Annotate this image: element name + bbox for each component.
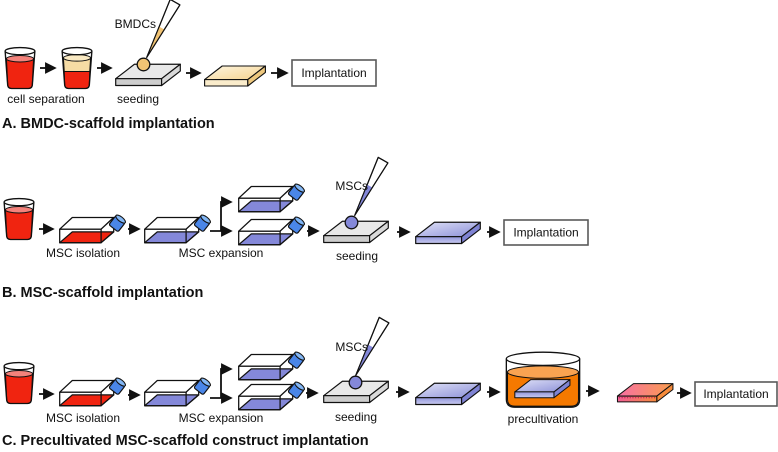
cell-droplet [136, 57, 151, 72]
step-label-precultivation: precultivation [508, 412, 579, 426]
row-a-title: A. BMDC-scaffold implantation [2, 116, 215, 132]
row-b-title: B. MSC-scaffold implantation [2, 285, 203, 301]
row-b: MSCs Implantation MSC isolation MSC expa… [2, 156, 589, 301]
row-c-title: C. Precultivated MSC-scaffold construct … [2, 433, 369, 449]
scaffold-msc-seeded [415, 382, 481, 406]
step-label-msc-isolation: MSC isolation [46, 411, 120, 425]
cell-droplet [344, 215, 359, 230]
flask-msc-isolation [59, 213, 128, 244]
flask-msc-isolation [59, 376, 128, 407]
blood-tube [3, 361, 35, 405]
precultivation-dish [506, 352, 579, 407]
implantation-box [291, 59, 377, 87]
step-label-msc-isolation: MSC isolation [46, 246, 120, 260]
blood-tube [3, 197, 35, 241]
flask-expansion-bottom [238, 380, 307, 411]
scaffold-msc-seeded [415, 221, 481, 245]
step-label-msc-expansion: MSC expansion [179, 411, 264, 425]
scaffold-precultivated [616, 383, 674, 403]
pipette-content-label: BMDCs [115, 17, 156, 31]
pipette-content-label: MSCs [335, 179, 368, 193]
flask-msc-expansion [144, 376, 213, 407]
step-label-cell-separation: cell separation [7, 92, 84, 106]
branch-arrow [220, 196, 233, 231]
blood-tube [4, 46, 36, 90]
flask-expansion-bottom [238, 215, 307, 246]
step-label-seeding: seeding [117, 92, 159, 106]
flask-msc-expansion [144, 213, 213, 244]
flask-expansion-top [238, 350, 307, 381]
pipette-content-label: MSCs [335, 340, 368, 354]
implantation-label: Implantation [703, 387, 768, 401]
implantation-box [694, 381, 778, 407]
step-label-seeding: seeding [336, 249, 378, 263]
separated-cells-tube [61, 46, 93, 90]
implantation-label: Implantation [301, 66, 366, 80]
cell-droplet [348, 375, 363, 390]
row-a: BMDCs Implantation cell separation seedi… [2, 0, 377, 132]
row-c: MSCs Implantation MSC isolation MSC expa… [2, 316, 778, 449]
step-label-msc-expansion: MSC expansion [179, 246, 264, 260]
scaffold-bmdc-seeded [204, 65, 266, 87]
branch-arrow [220, 363, 233, 398]
implantation-label: Implantation [513, 226, 578, 240]
flask-expansion-top [238, 182, 307, 213]
implantation-box [503, 219, 589, 246]
step-label-seeding: seeding [335, 410, 377, 424]
